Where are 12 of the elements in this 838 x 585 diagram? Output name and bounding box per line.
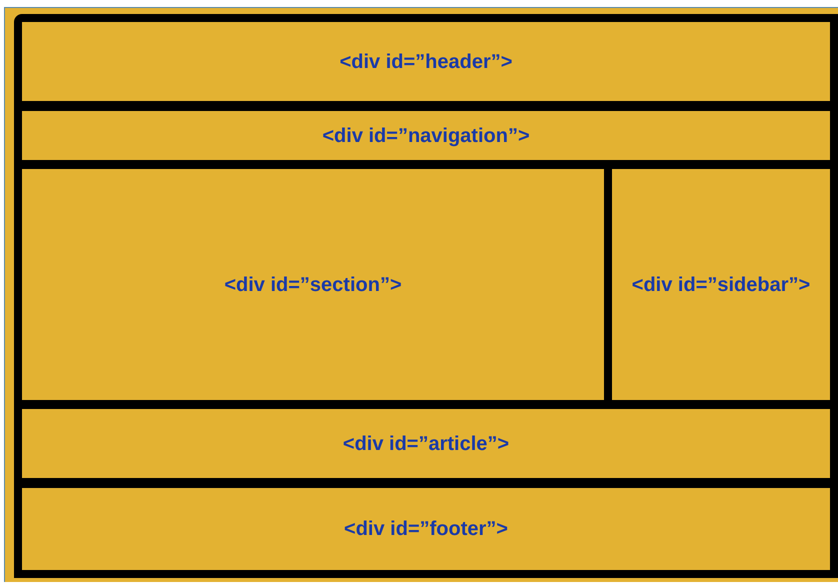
layout-box xyxy=(22,488,830,570)
layout-box xyxy=(612,169,830,400)
box-label: <div id=”section”> xyxy=(224,272,402,298)
box-label: <div id=”navigation”> xyxy=(322,124,530,148)
box-label: <div id=”article”> xyxy=(342,432,510,456)
layout-box xyxy=(22,169,604,400)
box-label: <div id=”header”> xyxy=(340,50,512,74)
layout-box xyxy=(22,111,830,160)
box-label: <div id=”sidebar”> xyxy=(632,272,810,298)
layout-box xyxy=(22,409,830,478)
box-label: <div id=”footer”> xyxy=(344,517,508,542)
layout-box xyxy=(22,22,830,101)
